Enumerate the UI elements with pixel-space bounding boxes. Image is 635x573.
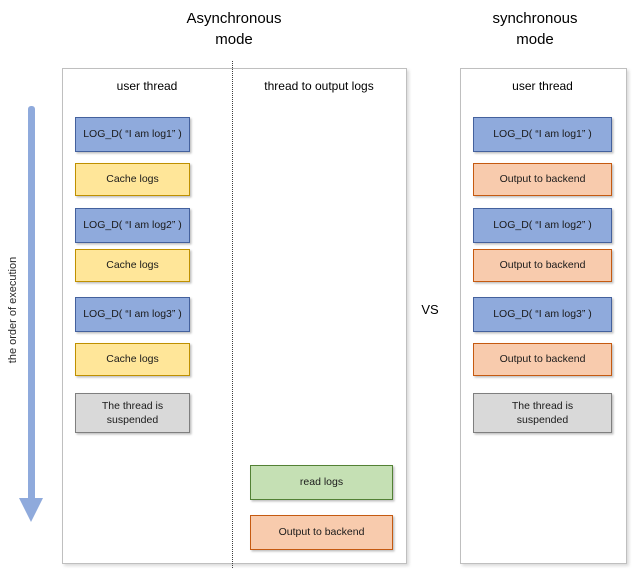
execution-order-arrow xyxy=(28,106,35,500)
log-call-box: LOG_D( “I am log3” ) xyxy=(75,297,190,332)
output-thread-header: thread to output logs xyxy=(264,79,374,93)
log-call-box: LOG_D( “I am log2” ) xyxy=(473,208,612,243)
output-backend-box: Output to backend xyxy=(250,515,393,550)
execution-order-label: the order of execution xyxy=(7,256,19,364)
output-backend-box: Output to backend xyxy=(473,249,612,282)
thread-suspended-box: The thread is suspended xyxy=(75,393,190,433)
arrow-head-icon xyxy=(19,498,43,522)
log-call-box: LOG_D( “I am log1” ) xyxy=(473,117,612,152)
sync-user-thread-header: user thread xyxy=(512,79,573,93)
log-call-box: LOG_D( “I am log1” ) xyxy=(75,117,190,152)
async-mode-title: Asynchronous mode xyxy=(186,10,282,48)
thread-suspended-box: The thread is suspended xyxy=(473,393,612,433)
cache-logs-box: Cache logs xyxy=(75,249,190,282)
vs-label: VS xyxy=(421,302,439,317)
sync-mode-title: synchronous mode xyxy=(492,10,578,48)
output-backend-box: Output to backend xyxy=(473,163,612,196)
log-call-box: LOG_D( “I am log3” ) xyxy=(473,297,612,332)
async-user-thread-header: user thread xyxy=(116,79,178,93)
thread-divider xyxy=(232,61,233,568)
log-call-box: LOG_D( “I am log2” ) xyxy=(75,208,190,243)
cache-logs-box: Cache logs xyxy=(75,163,190,196)
cache-logs-box: Cache logs xyxy=(75,343,190,376)
read-logs-box: read logs xyxy=(250,465,393,500)
output-backend-box: Output to backend xyxy=(473,343,612,376)
